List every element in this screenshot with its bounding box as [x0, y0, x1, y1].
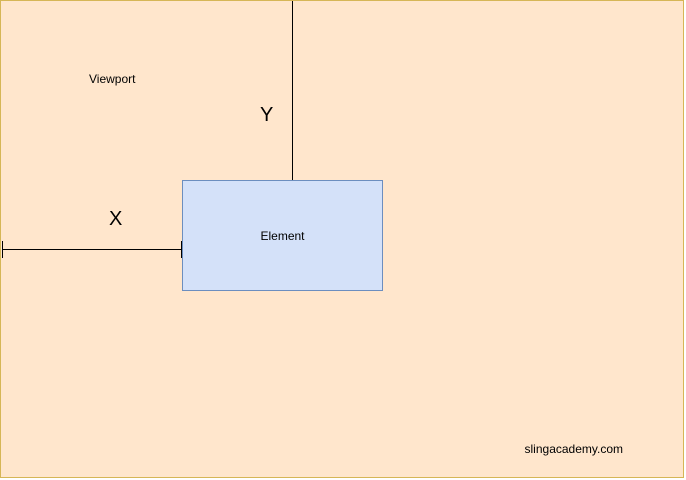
x-distance-end-tick — [181, 241, 182, 258]
x-distance-start-tick — [2, 241, 3, 258]
x-distance-label: X — [109, 208, 123, 230]
element-box: Element — [182, 180, 383, 291]
x-distance-line — [2, 249, 182, 250]
y-distance-line — [292, 1, 293, 181]
watermark-text: slingacademy.com — [524, 442, 623, 456]
y-distance-label: Y — [260, 104, 274, 126]
element-label: Element — [260, 228, 305, 243]
viewport-label: Viewport — [89, 72, 136, 86]
